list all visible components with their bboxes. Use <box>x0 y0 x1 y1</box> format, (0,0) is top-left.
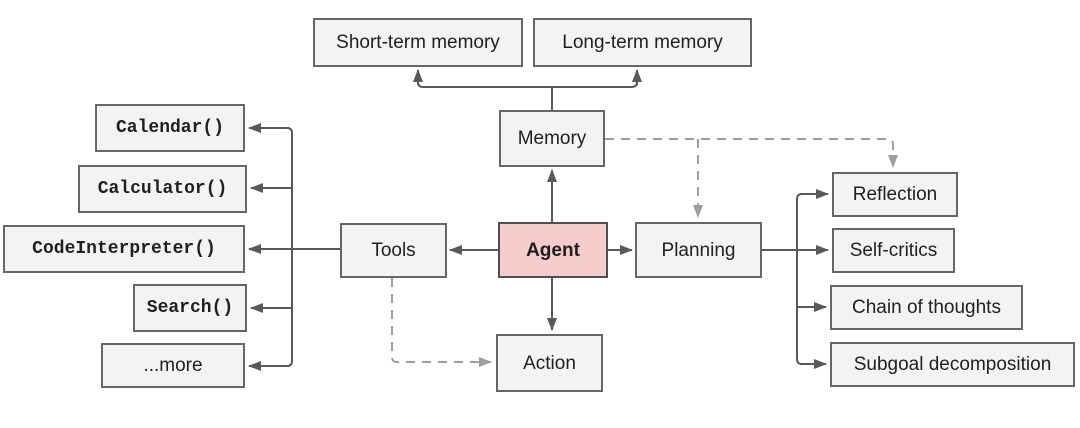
node-search: Search() <box>133 284 247 332</box>
node-subgoal-decomposition: Subgoal decomposition <box>830 342 1075 387</box>
node-short-term-memory: Short-term memory <box>313 18 523 67</box>
edge-memory-reflection-dashed <box>605 138 898 168</box>
node-self-critics: Self-critics <box>832 228 955 273</box>
node-reflection: Reflection <box>832 172 958 217</box>
edge-tools-fan-vertical <box>286 127 293 367</box>
edge-memory-split-horizontal <box>417 81 638 88</box>
node-long-term-memory: Long-term memory <box>533 18 752 67</box>
node-calculator: Calculator() <box>78 165 247 213</box>
node-calendar: Calendar() <box>95 104 245 152</box>
node-code-interpreter: CodeInterpreter() <box>3 225 245 273</box>
node-tools: Tools <box>340 223 447 278</box>
node-planning: Planning <box>635 222 762 278</box>
node-action: Action <box>496 334 603 392</box>
node-chain-of-thoughts: Chain of thoughts <box>830 285 1023 330</box>
edge-tools-action-dashed <box>391 278 492 367</box>
node-memory: Memory <box>499 110 605 167</box>
edge-planning-fan-vertical <box>796 193 803 365</box>
node-more: ...more <box>101 343 245 388</box>
node-agent: Agent <box>498 222 608 278</box>
